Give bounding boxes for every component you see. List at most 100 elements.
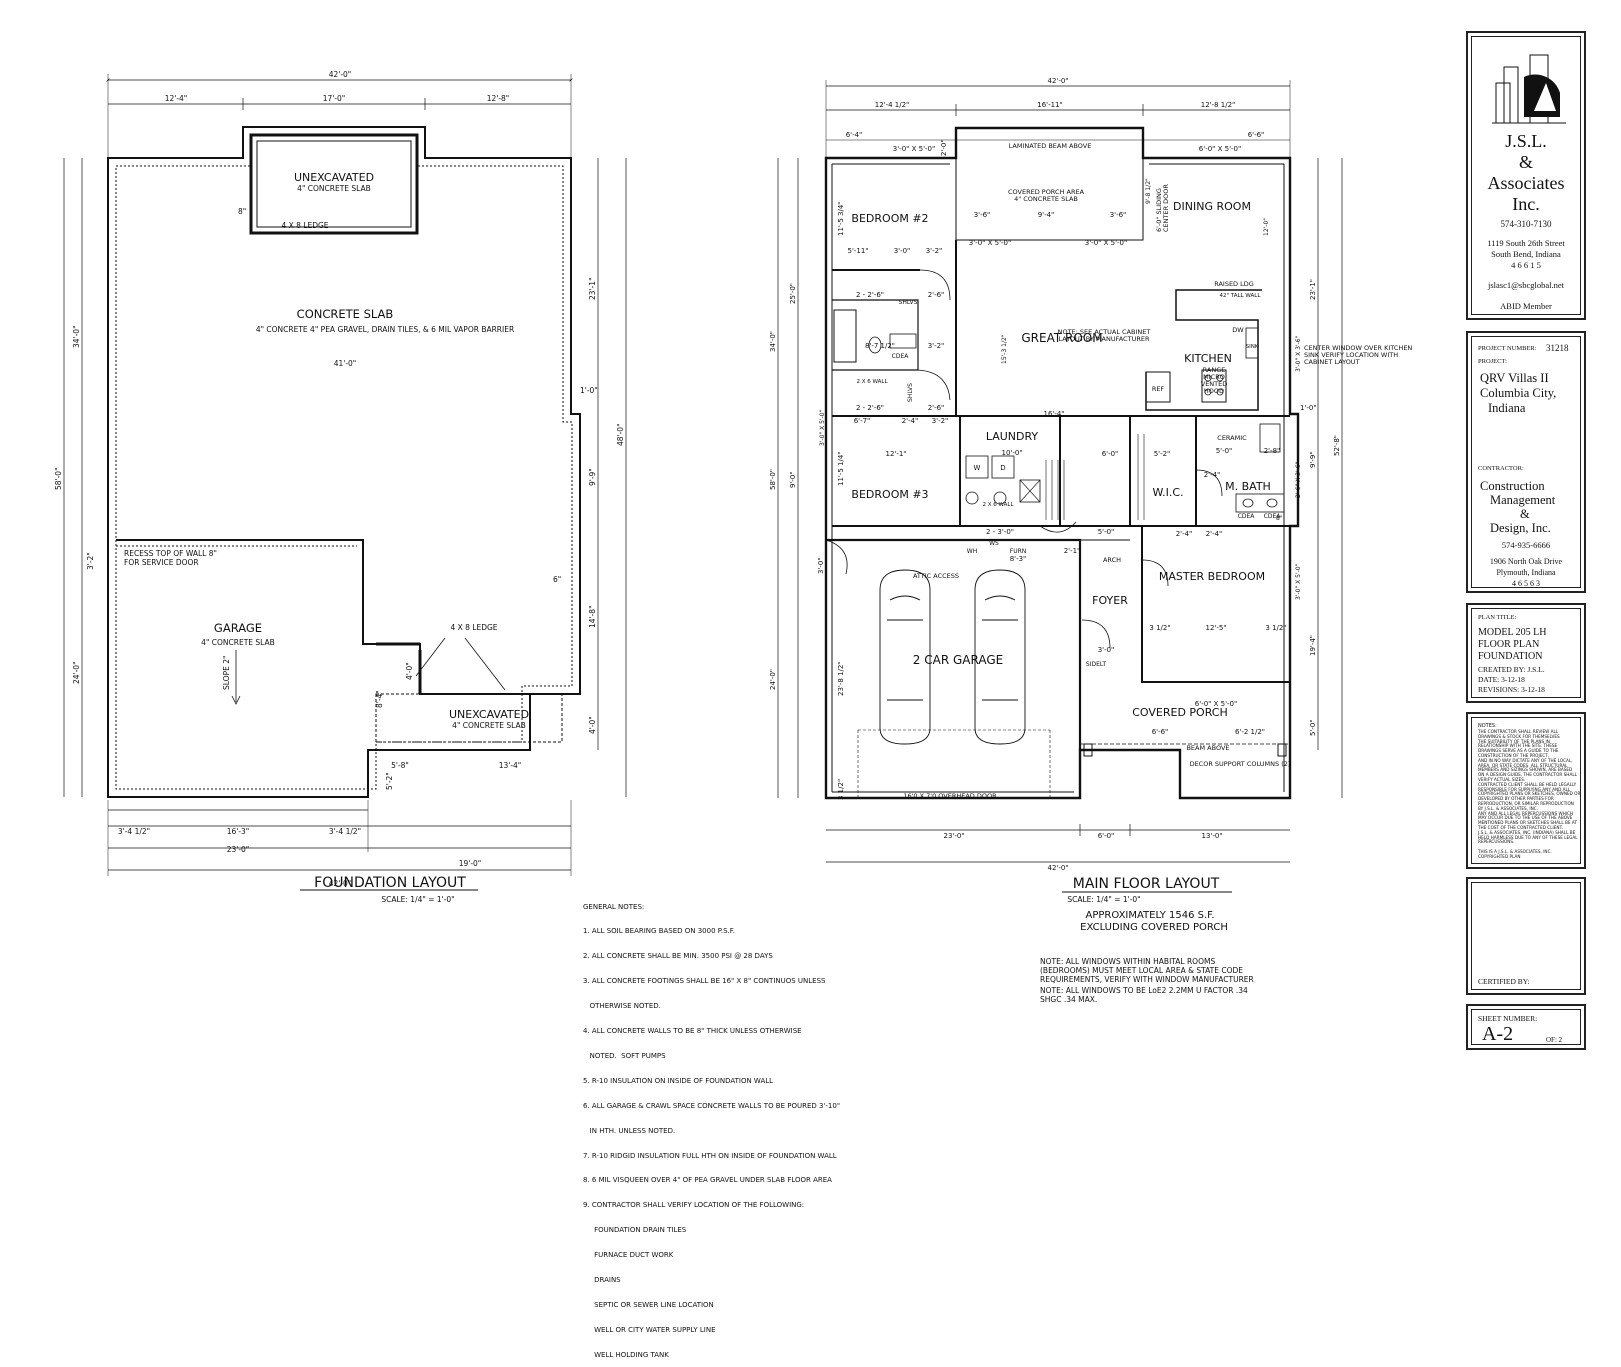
general-notes-line: WELL OR CITY WATER SUPPLY LINE (583, 1325, 716, 1334)
label-cdea: CDEA (892, 353, 910, 360)
label-dw: DW (1232, 326, 1244, 334)
mf-dim-r-3x6b: 2'-6" X 3'-6" (1295, 461, 1302, 498)
contractor-name4: Design, Inc. (1490, 521, 1551, 535)
label-tall-wall: 42" TALL WALL (1220, 293, 1262, 299)
foundation-title: FOUNDATION LAYOUT (314, 875, 466, 891)
fnd-dim-bot-b: 16'-3" (227, 827, 250, 836)
label-washer: W (974, 464, 981, 472)
project-number: 31218 (1546, 343, 1569, 353)
room-dining-room: DINING ROOM (1173, 200, 1251, 213)
general-notes-line: FOUNDATION DRAIN TILES (583, 1226, 687, 1235)
mf-dim-3-0: 3'-0" (894, 247, 911, 255)
general-notes-line: 5. R-10 INSULATION ON INSIDE OF FOUNDATI… (583, 1076, 774, 1085)
main-floor-note1: NOTE: ALL WINDOWS WITHIN HABITAL ROOMS (1040, 957, 1215, 966)
company-logo-icon (1492, 54, 1566, 124)
unexcavated-top-box (249, 133, 419, 235)
mf-dim-3-0b: 3'-0" (1098, 646, 1115, 654)
mf-dim-3-2c: 3'-2" (932, 417, 949, 425)
mf-dim-left-58: 58'-0" (769, 469, 777, 490)
sheet-number-label: SHEET NUMBER: (1478, 1014, 1538, 1023)
room-foyer: FOYER (1092, 594, 1128, 607)
fnd-concrete-slab-sub: 4" CONCRETE 4" PEA GRAVEL, DRAIN TILES, … (256, 325, 514, 334)
main-floor-scale: SCALE: 1/4" = 1'-0" (1067, 895, 1140, 904)
mf-dim-8-7: 8'-7 1/2" (865, 342, 895, 350)
mf-dim-r-3x5c: 3'-0" X 5'-0" (819, 409, 826, 446)
project-label: PROJECT: (1478, 358, 1507, 365)
general-notes-line: 1. ALL SOIL BEARING BASED ON 3000 P.S.F. (583, 927, 735, 936)
fnd-dim-mid-4-0: 4'-0" (405, 662, 414, 680)
room-kitchen: KITCHEN (1184, 352, 1232, 365)
sheet-number: A-2 (1482, 1023, 1514, 1045)
mf-dim-6-2: 6'-2 1/2" (1235, 728, 1265, 736)
label-arch: ARCH (1103, 556, 1121, 564)
label-cdea2: CDEA (1238, 513, 1256, 520)
mf-dim-right-52-8: 52'-8" (1333, 435, 1341, 456)
mf-dim-win-b: 3'-0" X 5'-0" (893, 145, 935, 153)
mf-dim-win-d: 6'-0" X 5'-0" (1199, 145, 1241, 153)
mf-dim-r-15-3: 15'-3 1/2" (1001, 334, 1008, 364)
main-floor-note5: SHGC .34 MAX. (1040, 995, 1097, 1004)
contractor-label: CONTRACTOR: (1478, 465, 1524, 472)
main-floor-area2: EXCLUDING COVERED PORCH (1080, 922, 1228, 933)
fnd-dim-bot-23: 23'-0" (227, 845, 250, 854)
fnd-dim-top-b: 17'-0" (323, 94, 346, 103)
general-notes-heading: GENERAL NOTES: (583, 902, 645, 911)
tb-notes-label: NOTES: (1478, 723, 1497, 729)
mf-dim-top-overall: 42'-0" (1047, 77, 1068, 85)
mf-dim-2-2-6b: 2 - 2'-6" (856, 404, 884, 412)
general-notes-line: 9. CONTRACTOR SHALL VERIFY LOCATION OF T… (583, 1201, 805, 1210)
fnd-dim-top-overall: 42'-0" (329, 70, 352, 79)
mf-dim-bot-23: 23'-0" (943, 832, 964, 840)
mf-dim-r-3x6: 3'-0" X 3'-6" (1295, 335, 1302, 372)
label-window-note: CENTER WINDOW OVER KITCHEN (1304, 344, 1412, 352)
label-overhead-door: 16'0 X 7'0 OVERHEAD DOOR (903, 792, 997, 800)
main-floor-title: MAIN FLOOR LAYOUT (1073, 876, 1220, 892)
general-notes-line: FURNACE DUCT WORK (583, 1251, 674, 1260)
main-floor-plan (777, 80, 1343, 893)
main-floor-note4: NOTE: ALL WINDOWS TO BE LoE2 2.2MM U FAC… (1040, 986, 1248, 995)
mf-dim-left-34: 34'-0" (769, 331, 777, 352)
fnd-recess: RECESS TOP OF WALL 8" (124, 549, 217, 558)
mf-dim-right-1: 1'-0" (1300, 404, 1317, 412)
sheet-of: OF: 2 (1546, 1036, 1563, 1044)
mf-dim-3-2b: 3'-2" (928, 342, 945, 350)
mf-dim-6-0: 6'-0" (1102, 450, 1119, 458)
plan-title-2: FLOOR PLAN (1478, 639, 1540, 650)
mf-dim-16-4: 16'-4" (1043, 410, 1064, 418)
label-hood: HOOD (1204, 387, 1224, 395)
fnd-ledge-bottom: 4 X 8 LEDGE (450, 623, 497, 632)
fnd-dim-left-34: 34'-0" (72, 325, 81, 348)
mf-dim-3-12: 3 1/2" (1149, 624, 1170, 632)
general-notes-line: WELL HOLDING TANK (583, 1350, 669, 1359)
room-bedroom3: BEDROOM #3 (851, 488, 928, 501)
plan-date: DATE: 3-12-18 (1478, 675, 1525, 684)
mf-dim-8-3: 8'-3" (1010, 555, 1027, 563)
mf-dim-r-3x5: 3'-0" X 5'-0" (1295, 563, 1302, 600)
fnd-unexcavated-bottom: UNEXCAVATED (449, 708, 529, 721)
mf-dim-left-11-5: 11'-5 3/4" (837, 201, 845, 236)
general-notes-line: OTHERWISE NOTED. (583, 1002, 661, 1011)
title-block-project: PROJECT NUMBER: 31218 PROJECT: QRV Villa… (1466, 331, 1586, 593)
label-sliding-door: 6'-0" SLIDING (1155, 188, 1163, 232)
plan-title-label: PLAN TITLE: (1478, 614, 1517, 621)
company-member: ABID Member (1500, 301, 1552, 311)
label-cabinet-note2: LAYOUT BY MANUFACTURER (1059, 335, 1150, 343)
mf-dim-right-9-9: 9'-9" (1309, 451, 1317, 468)
mf-dim-12-5: 12'-5" (1205, 624, 1226, 632)
mf-dim-left-3: 3'-0" (817, 557, 825, 574)
mf-dim-left-24: 24'-0" (769, 669, 777, 690)
foundation-scale: SCALE: 1/4" = 1'-0" (381, 895, 454, 904)
room-master-bedroom: MASTER BEDROOM (1159, 570, 1265, 583)
company-addr3: 4 6 6 1 5 (1511, 260, 1541, 270)
plan-revisions: REVISIONS: 3-12-18 (1478, 685, 1545, 694)
mf-dim-right-5: 5'-0" (1309, 719, 1317, 736)
label-covered-porch-area-sub: 4" CONCRETE SLAB (1014, 195, 1078, 203)
mf-dim-bot-6: 6'-0" (1098, 832, 1115, 840)
mf-dim-left-3-12: 3 1/2" (837, 779, 845, 800)
fnd-recess2: FOR SERVICE DOOR (124, 558, 199, 567)
mf-dim-right-23-1: 23'-1" (1309, 279, 1317, 300)
company-name: J.S.L. (1505, 131, 1547, 151)
fnd-dim-bot-a: 3'-4 1/2" (118, 827, 150, 836)
fnd-dim-bot-c: 3'-4 1/2" (329, 827, 361, 836)
fnd-dim-right-23-1: 23'-1" (588, 277, 597, 300)
